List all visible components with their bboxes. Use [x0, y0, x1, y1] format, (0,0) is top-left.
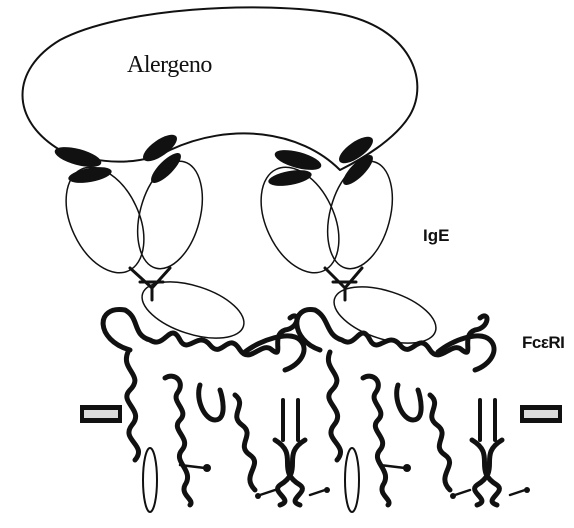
fceri-right-gamma-a	[430, 395, 450, 490]
allergen-label: Alergeno	[127, 52, 212, 79]
fceri-right-alpha-ext	[297, 310, 487, 355]
fceri-left-alpha-tail	[126, 352, 138, 460]
phospho-dot-3	[255, 493, 261, 499]
fceri-right-gamma-b	[480, 400, 495, 440]
phospho-dot-1	[203, 464, 211, 472]
fceri-left-gamma-cross	[275, 440, 305, 505]
ige-right-hinge	[325, 268, 362, 300]
fceri-label: FcεRI	[522, 333, 564, 353]
phospho-dot-2	[403, 464, 411, 472]
fceri-right-alpha-tail	[328, 352, 340, 460]
ige-label: IgE	[423, 226, 449, 246]
fceri-right-beta-loop	[397, 385, 421, 420]
fceri-left-beta-loop	[199, 385, 223, 420]
fceri-left-gamma-b	[283, 400, 298, 440]
fceri-left-alpha-ext	[103, 310, 297, 355]
lipid-raft-right	[345, 448, 359, 512]
phospho-dot-6	[524, 487, 530, 493]
phospho-dot-5	[450, 493, 456, 499]
phospho-dot-4	[324, 487, 330, 493]
fceri-left-beta	[165, 376, 191, 505]
fceri-right-gamma-cross	[472, 440, 502, 505]
ige-left-hinge	[130, 268, 170, 300]
lipid-raft-left	[143, 448, 157, 512]
fceri-right-beta	[363, 376, 389, 505]
epitope-left-1	[53, 143, 104, 171]
fceri-left-gamma-a	[235, 395, 255, 490]
